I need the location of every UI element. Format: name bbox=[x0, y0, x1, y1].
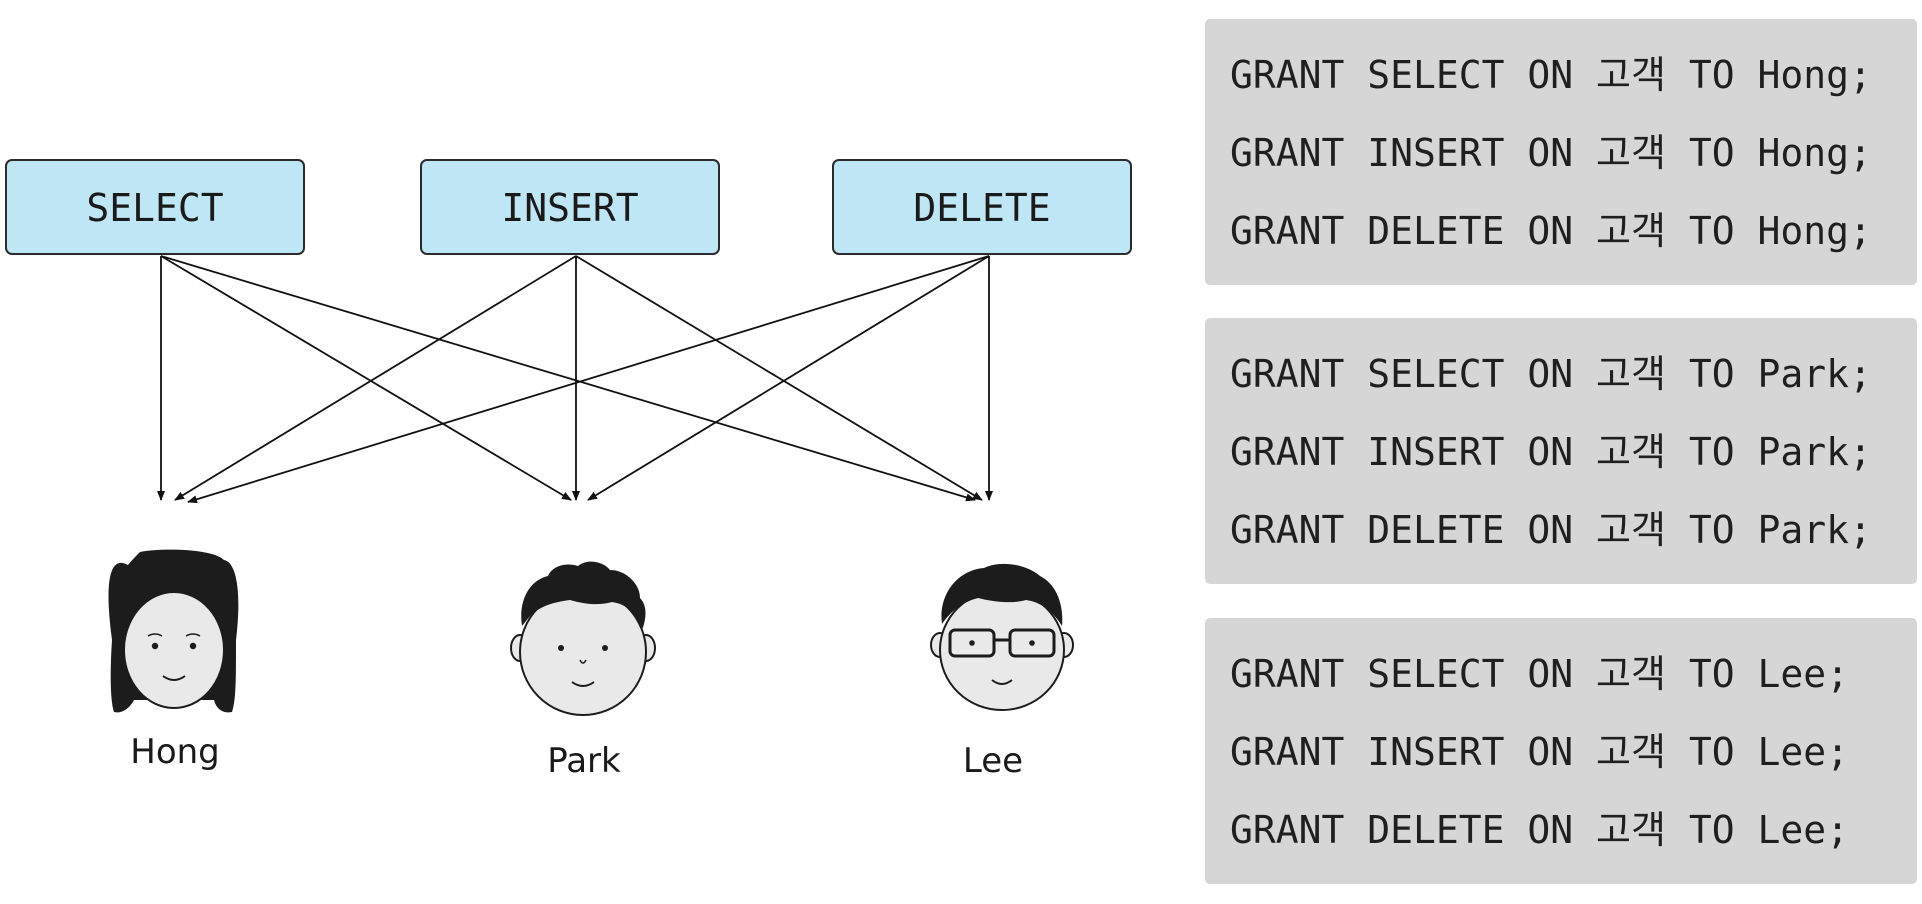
user-lee: Lee bbox=[930, 563, 1074, 781]
arrow-delete-to-park bbox=[587, 255, 990, 501]
grant-line: GRANT SELECT ON 고객 TO Park; bbox=[1230, 352, 1872, 396]
grant-line: GRANT SELECT ON 고객 TO Lee; bbox=[1230, 652, 1849, 696]
user-park: Park bbox=[510, 561, 656, 781]
privilege-box-delete: DELETE bbox=[832, 159, 1132, 255]
park-avatar-icon bbox=[510, 561, 656, 716]
grant-line: GRANT SELECT ON 고객 TO Hong; bbox=[1230, 53, 1872, 97]
grant-panel-hong: GRANT SELECT ON 고객 TO Hong; GRANT INSERT… bbox=[1205, 19, 1917, 285]
user-name-lee: Lee bbox=[963, 741, 1023, 781]
user-hong: Hong bbox=[108, 549, 239, 772]
lee-avatar-icon bbox=[930, 563, 1074, 711]
user-name-hong: Hong bbox=[130, 732, 220, 772]
arrow-insert-to-hong bbox=[174, 255, 577, 501]
grant-line: GRANT INSERT ON 고객 TO Lee; bbox=[1230, 730, 1849, 774]
grant-line: GRANT DELETE ON 고객 TO Park; bbox=[1230, 508, 1872, 552]
grant-line: GRANT INSERT ON 고객 TO Hong; bbox=[1230, 131, 1872, 175]
arrow-insert-to-lee bbox=[575, 255, 983, 501]
privilege-box-insert: INSERT bbox=[420, 159, 720, 255]
arrow-select-to-lee bbox=[160, 255, 976, 502]
grant-line: GRANT DELETE ON 고객 TO Hong; bbox=[1230, 209, 1872, 253]
grant-line: GRANT DELETE ON 고객 TO Lee; bbox=[1230, 808, 1849, 852]
user-name-park: Park bbox=[547, 741, 621, 781]
arrow-select-to-park bbox=[160, 255, 572, 501]
grant-arrows bbox=[157, 255, 993, 504]
grant-line: GRANT INSERT ON 고객 TO Park; bbox=[1230, 430, 1872, 474]
privilege-label-insert: INSERT bbox=[501, 186, 638, 230]
grant-panel-lee: GRANT SELECT ON 고객 TO Lee; GRANT INSERT … bbox=[1205, 618, 1917, 884]
privilege-label-select: SELECT bbox=[86, 186, 223, 230]
grant-panel-park: GRANT SELECT ON 고객 TO Park; GRANT INSERT… bbox=[1205, 318, 1917, 584]
hong-avatar-icon bbox=[108, 549, 239, 713]
privilege-box-select: SELECT bbox=[5, 159, 305, 255]
privilege-label-delete: DELETE bbox=[913, 186, 1050, 230]
arrow-delete-to-hong bbox=[187, 255, 990, 504]
